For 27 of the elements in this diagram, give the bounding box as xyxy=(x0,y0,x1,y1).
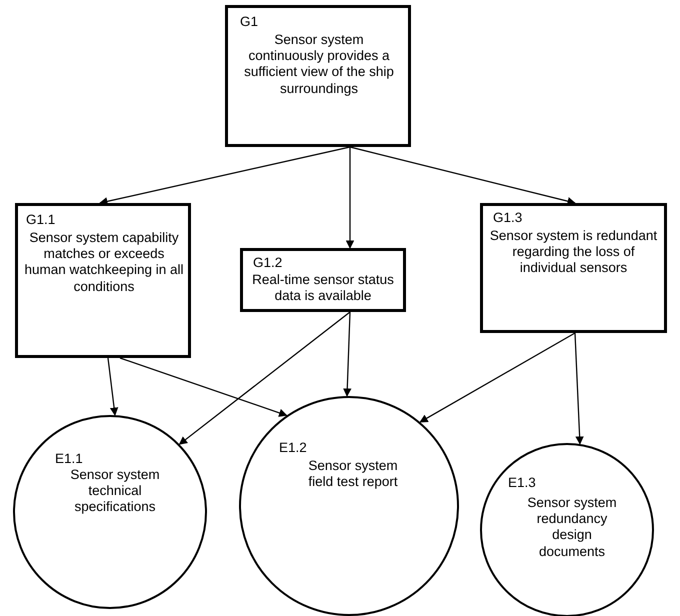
arrow xyxy=(107,358,118,416)
arrow xyxy=(346,147,354,249)
arrow xyxy=(419,332,576,423)
node-id: E1.3 xyxy=(508,475,536,492)
arrow xyxy=(350,146,576,206)
node-id: E1.2 xyxy=(279,440,307,456)
node-text: Sensor system is redundant regarding the loss of individual sensors xyxy=(489,228,658,277)
node-id: G1 xyxy=(240,14,258,30)
arrow xyxy=(178,312,350,445)
goal-box xyxy=(480,203,667,333)
node-id: G1.3 xyxy=(493,210,522,226)
arrow xyxy=(343,312,352,397)
goal-box xyxy=(225,5,411,147)
node-text: Real-time sensor status data is available xyxy=(251,272,395,304)
arrow xyxy=(120,357,288,417)
node-id: E1.1 xyxy=(55,451,83,468)
arrow xyxy=(574,332,584,445)
arrow xyxy=(99,146,350,206)
goal-box xyxy=(15,203,191,358)
node-text: Sensor system field test report xyxy=(307,458,399,490)
node-text: Sensor system capability matches or exceeds human watchkeeping in all conditions xyxy=(24,230,184,295)
node-id: G1.1 xyxy=(26,212,56,228)
node-id: G1.2 xyxy=(253,255,282,272)
node-text: Sensor system technical specifications xyxy=(69,467,161,516)
node-text: Sensor system redundancy design documents xyxy=(526,495,618,560)
goal-box xyxy=(240,248,406,312)
node-text: Sensor system continuously provides a sufficient view of the ship surroundings xyxy=(243,32,395,97)
